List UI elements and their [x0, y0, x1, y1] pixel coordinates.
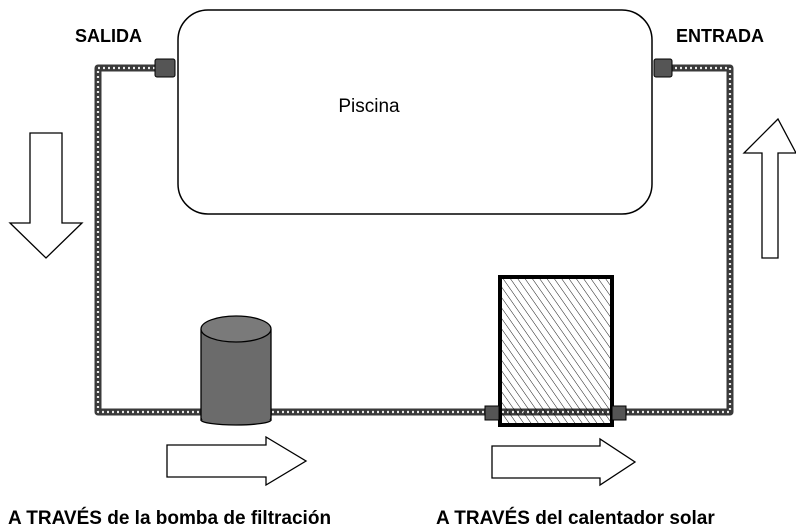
heater-inlet-connector — [484, 405, 500, 421]
inlet-label: ENTRADA — [676, 26, 764, 46]
outlet-connector — [154, 58, 176, 78]
flow-up-arrow-icon — [742, 117, 796, 259]
pool-shape — [177, 9, 653, 215]
pump-caption: A TRAVÉS de la bomba de filtración — [8, 507, 331, 529]
inlet-connector — [653, 58, 673, 78]
flow-right-arrow-pump-icon — [166, 435, 308, 487]
pool-label: Piscina — [338, 96, 400, 117]
solar-heater — [498, 275, 614, 427]
flow-right-arrow-heater-icon — [491, 437, 637, 487]
heater-outlet-connector — [611, 405, 627, 421]
outlet-label: SALIDA — [75, 26, 142, 46]
flow-down-arrow-icon — [8, 132, 84, 259]
filtration-pump — [200, 315, 272, 426]
pipe-loop — [94, 64, 734, 416]
heater-caption: A TRAVÉS del calentador solar — [436, 507, 715, 529]
